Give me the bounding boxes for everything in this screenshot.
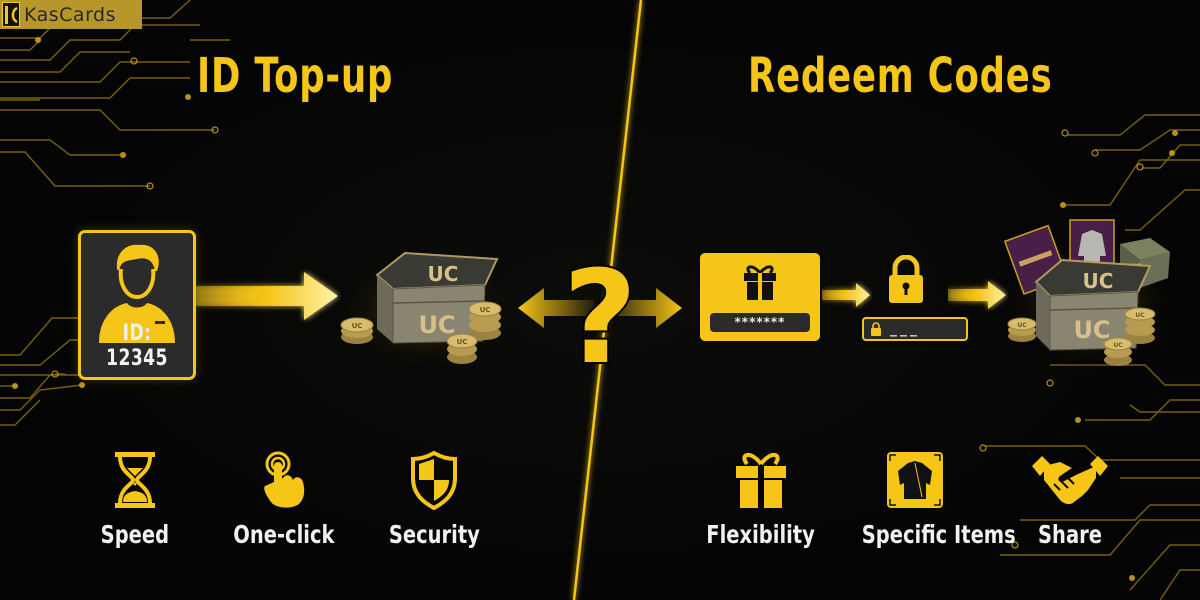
svg-text:?: ? [563,244,637,370]
feature-speed: Speed [60,448,210,549]
feature-label: One-click [233,520,335,549]
uc-chest-with-items-reward: UC UC UC UC UC UC [1000,219,1175,372]
svg-text:UC: UC [418,311,455,339]
arrow-right-icon [822,283,870,307]
feature-label: Flexibility [706,520,816,549]
brand-name: KasCards [24,3,117,26]
svg-text:UC: UC [1073,316,1110,344]
feature-flexibility: Flexibility [686,448,836,549]
brand-logo[interactable]: KasCards [0,0,142,29]
feature-specific-items: Specific Items [840,448,1016,549]
svg-text:UC: UC [1083,269,1114,293]
svg-text:UC: UC [1017,322,1027,329]
gift-icon [744,265,776,300]
feature-label: Security [388,520,480,549]
svg-text:UC: UC [1113,342,1123,349]
svg-text:UC: UC [1135,312,1145,319]
locked-code-field[interactable]: ___ [862,317,968,341]
svg-text:UC: UC [457,338,468,346]
svg-text:UC: UC [428,262,459,286]
feature-label: Specific Items [861,520,1016,549]
redeem-codes-title: Redeem Codes [748,48,1053,104]
arrow-right-icon [196,272,338,320]
user-profile-icon [99,244,175,343]
redeem-code-card[interactable]: ******* [700,253,820,341]
id-topup-title: ID Top-up [197,48,394,104]
masked-code-field[interactable]: ******* [710,313,810,332]
logo-mark-icon [2,2,20,27]
question-with-bidirectional-arrows-icon[interactable]: ? [514,230,686,370]
locked-code-value: ___ [890,321,920,337]
player-id-card: ID: 12345 [78,230,196,380]
feature-label: Share [1038,520,1102,549]
feature-label: Speed [100,520,170,549]
small-lock-icon [871,322,881,336]
feature-share: Share [995,448,1145,549]
feature-security: Security [359,448,509,549]
feature-one-click: One-click [209,448,359,549]
svg-text:UC: UC [352,322,363,330]
tap-finger-icon [264,451,305,508]
handshake-icon [1032,456,1108,505]
arrow-right-icon [948,281,1006,309]
shield-icon [411,450,457,510]
gift-icon [736,453,786,508]
lock-icon [889,255,923,303]
uc-coin-stack: UC [340,317,374,344]
player-id-label: ID: 12345 [106,321,168,371]
svg-text:UC: UC [480,306,491,314]
uc-chest-reward: UC UC UC UC UC [335,248,515,370]
jacket-icon [887,452,943,508]
hourglass-icon [115,452,155,508]
